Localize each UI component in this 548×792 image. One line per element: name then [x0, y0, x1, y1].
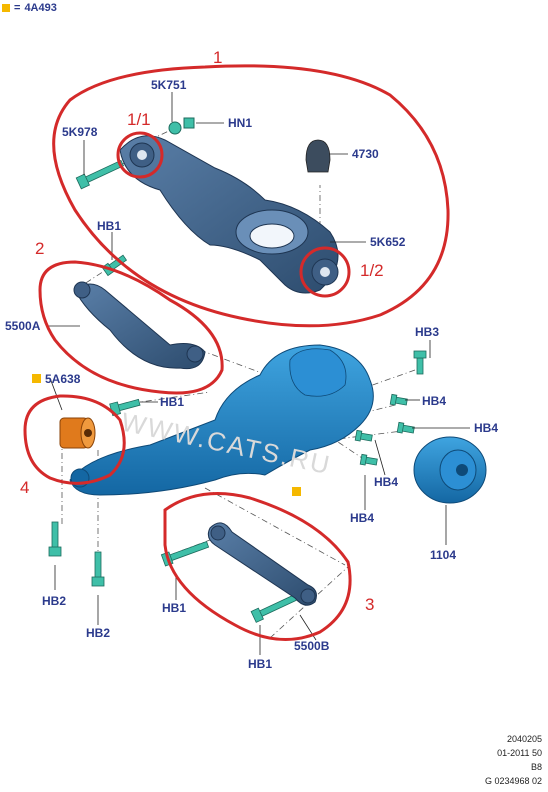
- annotation-circles: [23, 64, 450, 642]
- callout-2: 2: [35, 239, 44, 258]
- label-5k652: 5K652: [370, 235, 406, 249]
- diagram-footer: 2040205 01-2011 50 B8 G 0234968 02: [485, 732, 542, 788]
- lower-control-arm: [119, 135, 339, 294]
- cam-washer: [168, 117, 195, 135]
- leader-lines: [48, 92, 470, 655]
- yellow-marker-icon: [292, 487, 301, 496]
- callout-1: 1: [213, 48, 222, 67]
- callout-4: 4: [20, 478, 29, 497]
- label-4730: 4730: [352, 147, 379, 161]
- label-hb1-mid: HB1: [160, 395, 184, 409]
- label-5500b: 5500B: [294, 639, 330, 653]
- label-5k751: 5K751: [151, 78, 187, 92]
- label-hb3: HB3: [415, 325, 439, 339]
- rear-knuckle-subframe: [69, 344, 374, 496]
- label-5k978: 5K978: [62, 125, 98, 139]
- callout-1-1: 1/1: [127, 110, 151, 129]
- label-5500a: 5500A: [5, 319, 41, 333]
- label-hb4-d: HB4: [350, 511, 374, 525]
- diagram-header: = 4A493: [0, 0, 57, 16]
- callout-1-2: 1/2: [360, 261, 384, 280]
- footer-line-3: B8: [530, 762, 542, 772]
- callout-3: 3: [365, 595, 374, 614]
- label-hb4-c: HB4: [374, 475, 398, 489]
- label-hb1-top: HB1: [97, 219, 121, 233]
- label-hn1: HN1: [228, 116, 252, 130]
- bushing: [59, 417, 96, 449]
- header-equals: =: [14, 2, 21, 14]
- label-hb2-left: HB2: [42, 594, 66, 608]
- label-5a638: 5A638: [45, 372, 81, 386]
- label-hb1-bottom: HB1: [248, 657, 272, 671]
- bump-stop: [305, 139, 331, 173]
- label-hb4-a: HB4: [422, 394, 446, 408]
- footer-line-4: G 0234968 02: [484, 776, 542, 786]
- label-hb4-b: HB4: [474, 421, 498, 435]
- label-hb1-lower: HB1: [162, 601, 186, 615]
- footer-line-1: 2040205: [506, 734, 542, 744]
- footer-line-2: 01-2011 50: [497, 748, 542, 758]
- yellow-marker-icon: [32, 374, 41, 383]
- label-1104: 1104: [430, 548, 456, 562]
- upper-link-arm: [73, 281, 206, 370]
- yellow-square-icon: [2, 4, 10, 12]
- header-code: 4A493: [24, 2, 57, 14]
- lower-link-arm: [207, 522, 317, 606]
- label-hb2-right: HB2: [86, 626, 110, 640]
- wheel-hub: [413, 436, 487, 504]
